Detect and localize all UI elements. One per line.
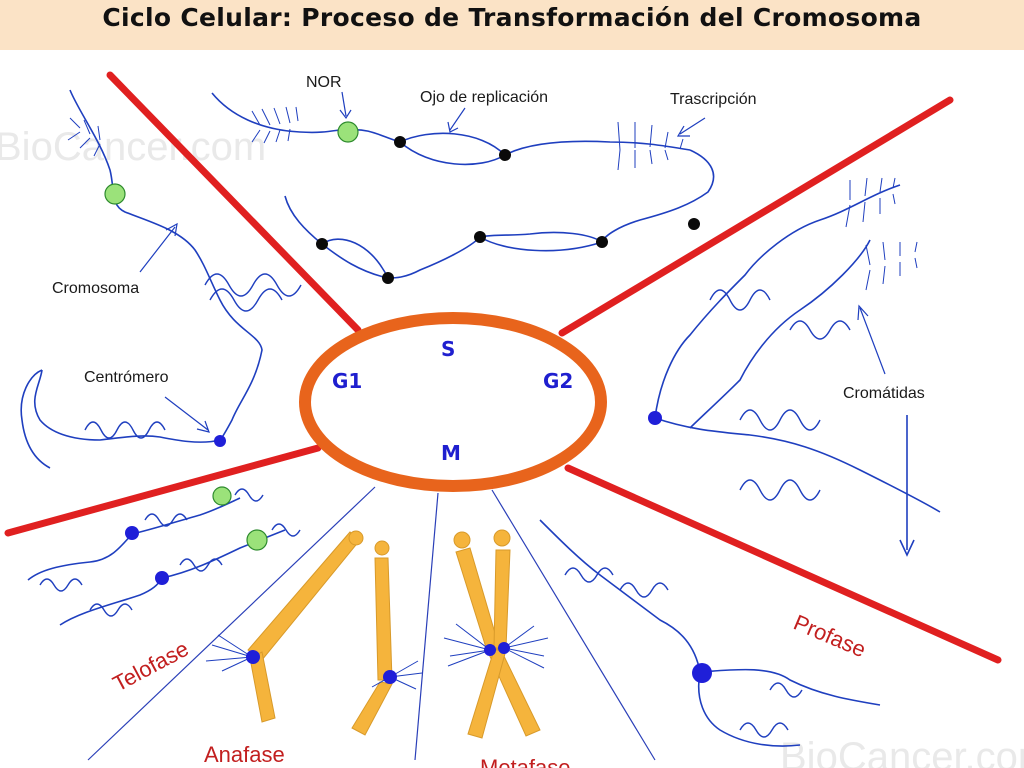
label-transcription: Trascripción xyxy=(670,91,757,108)
label-centromere: Centrómero xyxy=(84,369,169,386)
phase-s: S xyxy=(441,337,455,361)
label-chromatids: Cromátidas xyxy=(843,385,925,402)
centromere-dots xyxy=(125,411,712,683)
cell-cycle-diagram: BioCancer.com BioCancer.com xyxy=(0,71,1024,768)
label-chromosome: Cromosoma xyxy=(52,280,139,297)
spindle-fibres xyxy=(205,623,549,690)
stage-anaphase: Anafase xyxy=(204,742,285,767)
page-title: Ciclo Celular: Proceso de Transformación… xyxy=(102,3,922,32)
transcription-brushes xyxy=(67,106,918,291)
annotation-arrows xyxy=(139,91,886,433)
replication-forks xyxy=(316,136,700,284)
watermark-top-left: BioCancer.com xyxy=(0,125,266,169)
stage-metaphase: Metafase xyxy=(480,755,571,768)
label-nor: NOR xyxy=(306,74,342,91)
phase-g1: G1 xyxy=(332,369,362,393)
stage-prophase: Profase xyxy=(790,610,870,663)
phase-m: M xyxy=(441,441,461,465)
nor-dots xyxy=(104,121,359,551)
stage-telophase: Telofase xyxy=(109,636,193,697)
watermark-bottom-right: BioCancer.com xyxy=(780,735,1024,768)
cell-cycle-ring xyxy=(299,312,607,492)
dna-strands xyxy=(20,89,941,747)
phase-g2: G2 xyxy=(543,369,573,393)
label-replication-eye: Ojo de replicación xyxy=(420,89,548,106)
title-bar xyxy=(0,0,1024,50)
dna-coils xyxy=(39,273,851,738)
kinetochores xyxy=(246,642,510,684)
mitotic-chromosomes xyxy=(247,529,541,739)
phase-dividers xyxy=(4,71,1002,664)
